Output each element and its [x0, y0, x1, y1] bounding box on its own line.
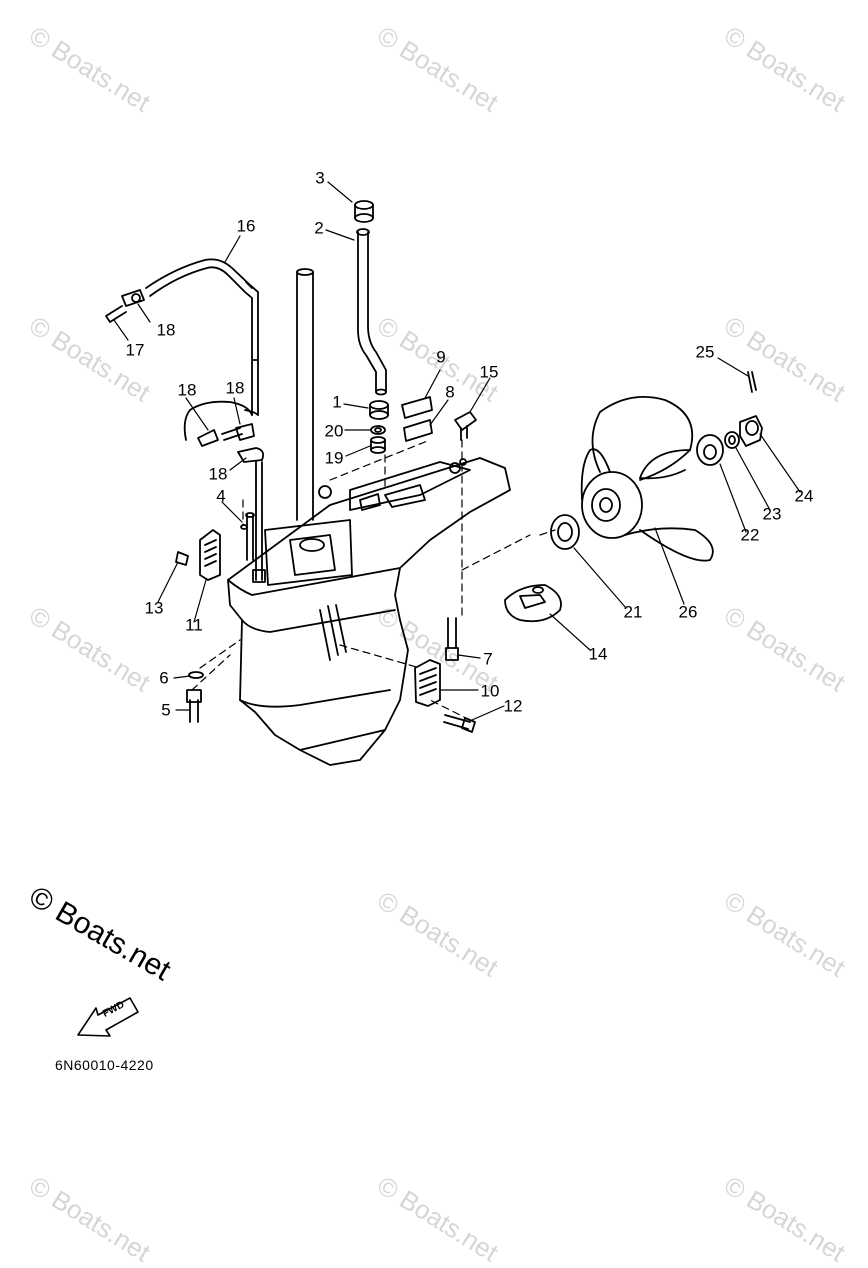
- callout-21: 21: [623, 602, 643, 622]
- callout-9: 9: [436, 347, 446, 367]
- callout-6: 6: [159, 668, 169, 688]
- drive-shaft: [296, 268, 314, 521]
- callout-23: 23: [762, 504, 782, 524]
- callout-20: 20: [324, 421, 344, 441]
- leader-lines: [113, 181, 801, 721]
- callout-15: 15: [479, 362, 499, 382]
- callout-22: 22: [740, 525, 760, 545]
- water-tube: [356, 228, 387, 396]
- small-parts: [240, 396, 433, 530]
- trim-tab: [504, 584, 562, 623]
- callout-18d: 18: [208, 464, 228, 484]
- callout-11: 11: [185, 615, 203, 635]
- callout-16: 16: [236, 216, 256, 236]
- callout-24: 24: [794, 486, 814, 506]
- callout-5: 5: [161, 700, 171, 720]
- callout-13: 13: [144, 598, 164, 618]
- callout-17: 17: [125, 340, 145, 360]
- lower-unit-drawing: [77, 181, 801, 1037]
- callout-18b: 18: [177, 380, 197, 400]
- callout-2: 2: [314, 218, 324, 238]
- callout-12: 12: [503, 696, 523, 716]
- callout-4: 4: [216, 486, 226, 506]
- callout-7: 7: [483, 649, 493, 669]
- callout-18a: 18: [156, 320, 176, 340]
- fwd-arrow-icon: [77, 997, 139, 1037]
- callout-18c: 18: [225, 378, 245, 398]
- diagram-code: 6N60010-4220: [55, 1057, 154, 1073]
- callout-25: 25: [695, 342, 715, 362]
- callout-1: 1: [332, 392, 342, 412]
- lower-case: [227, 457, 511, 766]
- callout-26: 26: [678, 602, 698, 622]
- grommet: [354, 200, 374, 223]
- propeller-hardware: [550, 371, 763, 550]
- callout-19: 19: [324, 448, 344, 468]
- callout-3: 3: [315, 168, 325, 188]
- callout-8: 8: [445, 382, 455, 402]
- bolts: [175, 411, 477, 733]
- parts-diagram: © Boats.net © Boats.net © Boats.net © Bo…: [24, 20, 851, 1268]
- callout-14: 14: [588, 644, 608, 664]
- reference-lines: [191, 439, 556, 721]
- propeller: [580, 395, 714, 562]
- hose: [145, 258, 259, 441]
- callout-10: 10: [480, 681, 500, 701]
- anode: [199, 529, 441, 707]
